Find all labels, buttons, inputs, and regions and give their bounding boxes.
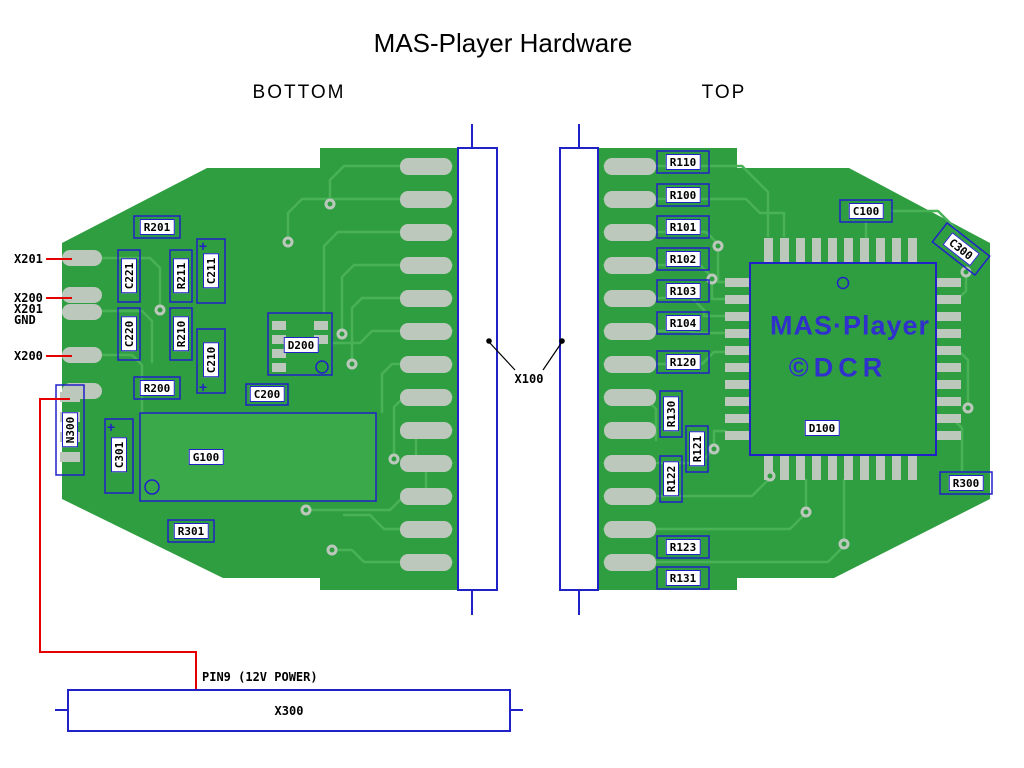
bottom-board-pads (62, 158, 452, 571)
x300-connector (67, 689, 511, 732)
top-board-vias (706, 240, 974, 550)
chip-d100-body (749, 262, 937, 456)
top-board (560, 148, 993, 590)
top-board-pads (604, 158, 656, 571)
connector-ticks (55, 124, 580, 711)
bottom-board-vias (154, 198, 400, 556)
chip-d100-pins (725, 238, 961, 480)
bottom-board (55, 148, 497, 590)
x100-pointer-lines (486, 338, 565, 371)
power-wire (39, 258, 197, 690)
x100-connector-bottom-side (457, 147, 498, 591)
bottom-board-component-outlines (55, 215, 377, 543)
x100-connector-top-side (559, 147, 599, 591)
